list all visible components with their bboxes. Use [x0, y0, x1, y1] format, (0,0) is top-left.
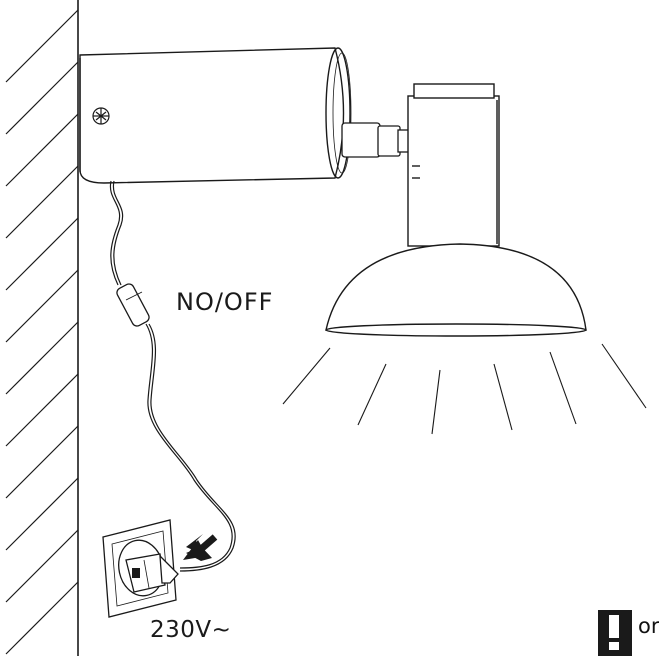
- inline-switch: [116, 283, 150, 327]
- lamp-joint: [341, 122, 411, 158]
- warning-note: or: [598, 610, 659, 656]
- light-rays: [282, 343, 647, 435]
- voltage-label: 230V~: [150, 617, 232, 643]
- screw-icon: [92, 107, 110, 125]
- warning-text-fragment: or: [638, 614, 659, 638]
- exclamation-icon: [598, 610, 632, 656]
- wall-mount-cylinder: [79, 47, 352, 184]
- wall-hatching: [5, 9, 79, 655]
- wall: [5, 0, 79, 656]
- switch-label: NO/OFF: [176, 288, 274, 316]
- power-cable: [109, 180, 236, 572]
- lamp-head: [325, 83, 587, 337]
- insert-arrow-icon: [183, 534, 218, 561]
- plug: [125, 553, 179, 593]
